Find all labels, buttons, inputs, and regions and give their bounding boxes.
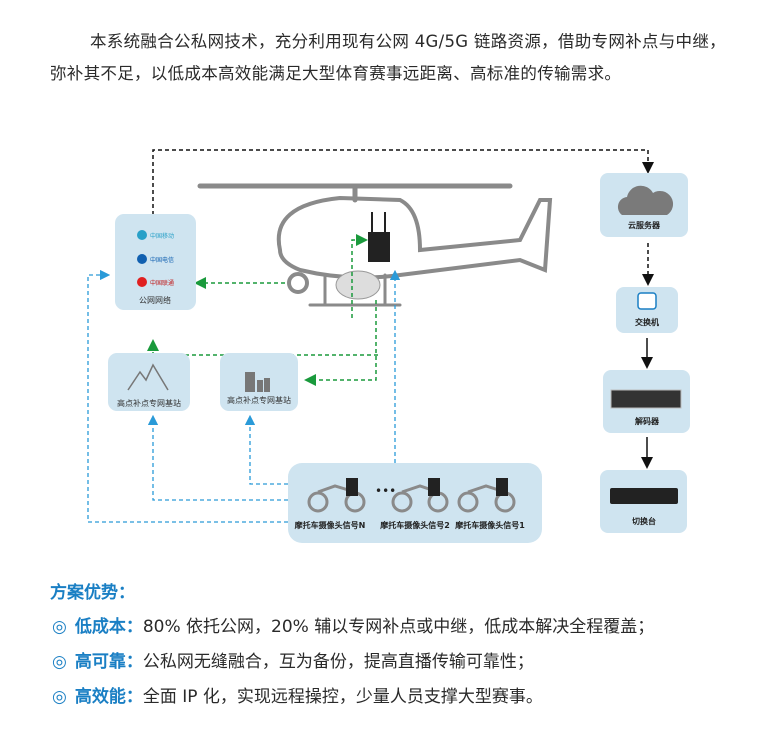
advantages-title: 方案优势： — [50, 583, 135, 603]
link-moto-to-mountain — [147, 414, 288, 501]
advantage-item: ◎高效能：全面 IP 化，实现远程操控，少量人员支撑大型赛事。 — [52, 687, 543, 707]
circle-marker-icon: ◎ — [52, 687, 67, 707]
svg-text:公网网络: 公网网络 — [139, 295, 171, 305]
link-moto-to-city — [244, 414, 288, 485]
intro-paragraph: 本系统融合公私网技术，充分利用现有公网 4G/5G 链路资源，借助专网补点与中继… — [50, 32, 726, 83]
svg-text:切换台: 切换台 — [632, 516, 656, 526]
circle-marker-icon: ◎ — [52, 617, 67, 637]
decoder-node: 解码器 — [603, 370, 690, 433]
switcher-node: 切换台 — [600, 470, 687, 533]
mountain-station-node: 高点补点专网基站 — [108, 353, 190, 411]
advantage-item: ◎低成本：80% 依托公网，20% 辅以专网补点或中继，低成本解决全程覆盖； — [52, 617, 655, 637]
link-public-to-cloud — [152, 149, 654, 215]
china-mobile-logo-icon — [137, 230, 147, 240]
building-icon — [245, 372, 270, 392]
svg-text:摩托车摄像头信号2: 摩托车摄像头信号2 — [379, 520, 450, 530]
svg-text:中国移动: 中国移动 — [150, 232, 174, 240]
svg-text:摩托车摄像头信号N: 摩托车摄像头信号N — [294, 520, 366, 530]
video-switcher-icon — [610, 488, 678, 504]
svg-text:摩托车摄像头信号1: 摩托车摄像头信号1 — [454, 520, 525, 530]
motorcycle-cameras-node: ••• 摩托车摄像头信号N 摩托车摄像头信号2 摩托车摄像头信号1 — [288, 463, 542, 543]
helicopter-icon — [197, 183, 553, 307]
switch-icon — [637, 292, 657, 310]
link-heli-to-station — [304, 300, 377, 386]
switch-node: 交换机 — [616, 287, 678, 333]
public-network-node: 中国移动 中国电信 中国联通 公网网络 — [115, 214, 196, 310]
china-telecom-logo-icon — [137, 254, 147, 264]
svg-text:高点补点专网基站: 高点补点专网基站 — [227, 395, 291, 405]
svg-text:解码器: 解码器 — [635, 416, 660, 426]
circle-marker-icon: ◎ — [52, 652, 67, 672]
china-unicom-logo-icon — [137, 277, 147, 287]
city-station-node: 高点补点专网基站 — [220, 353, 298, 411]
mountain-icon — [127, 363, 169, 391]
advantage-item: ◎高可靠：公私网无缝融合，互为备份，提高直播传输可靠性； — [52, 652, 534, 672]
antenna-dome-icon — [335, 270, 381, 300]
transmitter-icon — [368, 232, 390, 262]
decoder-icon — [610, 389, 682, 409]
svg-text:•••: ••• — [375, 484, 396, 498]
svg-text:中国电信: 中国电信 — [150, 256, 174, 264]
network-diagram: 中国移动 中国电信 中国联通 公网网络 高点补点专网基站 高点补点专网基站 ••… — [87, 149, 690, 543]
cloud-icon — [617, 185, 674, 215]
svg-text:交换机: 交换机 — [635, 317, 659, 327]
svg-text:云服务器: 云服务器 — [628, 220, 661, 230]
link-heli-up — [351, 234, 368, 318]
svg-text:高点补点专网基站: 高点补点专网基站 — [117, 398, 181, 408]
link-moto-to-public — [87, 269, 288, 523]
cloud-server-node: 云服务器 — [600, 173, 688, 237]
svg-text:中国联通: 中国联通 — [150, 279, 174, 287]
